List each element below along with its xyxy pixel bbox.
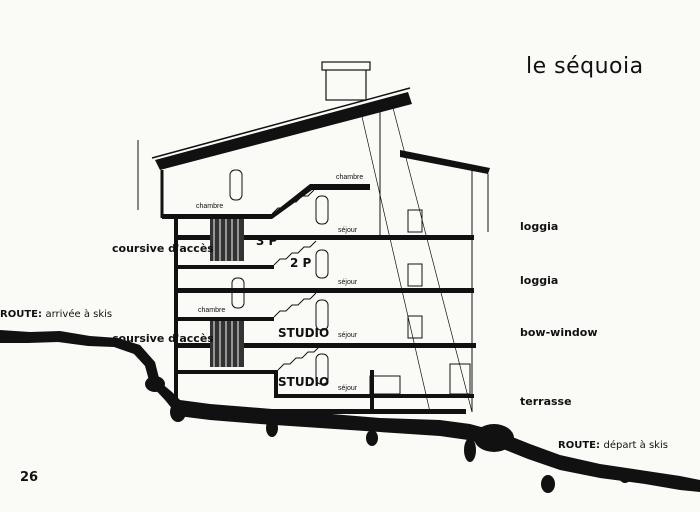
room-label-chambre: chambre xyxy=(336,174,364,181)
route-departure-label: ROUTE: départ à skis xyxy=(558,440,668,451)
unit-label-studio: STUDIO xyxy=(278,375,330,389)
loggia-label: loggia xyxy=(520,220,559,233)
terrasse-label: terrasse xyxy=(520,395,572,408)
route-text: départ à skis xyxy=(603,440,668,451)
room-label-sejour: séjour xyxy=(338,227,358,234)
terrain-rocks xyxy=(145,376,631,493)
coursive-label: coursive d'accès xyxy=(112,242,214,255)
unit-label-3p: 3 P xyxy=(256,234,278,248)
room-label-sejour: séjour xyxy=(338,385,358,392)
unit-label-studio: STUDIO xyxy=(278,326,330,340)
unit-label-2p: 2 P xyxy=(290,256,312,270)
room-label-chambre: chambre xyxy=(198,307,226,314)
terrain-profile xyxy=(0,330,700,492)
stairs xyxy=(271,189,321,371)
route-arrival-label: ROUTE: arrivée à skis xyxy=(0,309,112,320)
roof xyxy=(151,61,490,174)
route-text: arrivée à skis xyxy=(45,309,113,320)
windows xyxy=(229,169,471,395)
walls xyxy=(137,103,489,413)
bow-window-label: bow-window xyxy=(520,326,598,339)
access-hatching-lines xyxy=(213,219,239,367)
floor-slabs xyxy=(162,184,476,414)
page-title: le séquoia xyxy=(526,54,644,79)
page-number: 26 xyxy=(20,470,39,485)
room-label-sejour: séjour xyxy=(338,332,358,339)
loggia-label: loggia xyxy=(520,274,559,287)
room-label-chambre: chambre xyxy=(196,203,224,210)
room-label-sejour: séjour xyxy=(338,279,358,286)
coursive-label: coursive d'accès xyxy=(112,332,214,345)
route-prefix: ROUTE: xyxy=(558,440,600,451)
route-prefix: ROUTE: xyxy=(0,309,42,320)
